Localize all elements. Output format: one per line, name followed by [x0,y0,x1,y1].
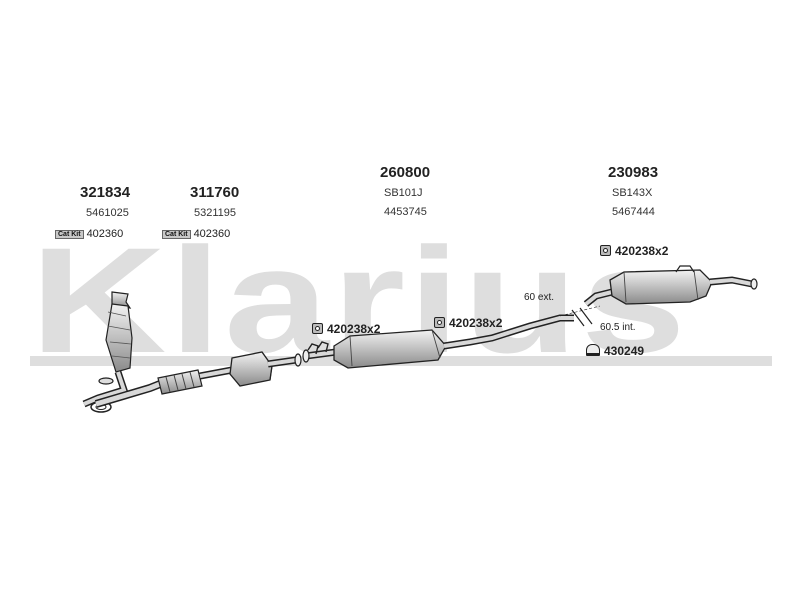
pipe-joint-marker [559,305,601,327]
part-311760-drawing[interactable] [94,351,302,408]
accessory-clamp-rear[interactable]: 420238x2 [600,242,668,260]
ref-260800-b: 4453745 [384,206,427,218]
part-230983-drawing[interactable] [583,265,758,307]
accessory-clamp-mid[interactable]: 420238x2 [434,314,502,332]
part-321834-drawing[interactable] [82,291,133,413]
clamp-icon [600,245,611,256]
part-number-321834: 321834 [80,184,131,201]
accessory-label: 420238x2 [327,322,381,336]
ref-260800-a: SB101J [384,187,423,199]
accessory-label: 430249 [604,344,645,358]
ref-230983-b: 5467444 [612,206,655,218]
accessory-label: 420238x2 [449,316,503,330]
clamp-icon [312,323,323,334]
rubber-mount-icon [586,344,600,356]
cat-kit-value: 402360 [86,228,124,240]
part-260800-drawing[interactable] [302,314,574,369]
cat-kit-value: 402360 [193,228,231,240]
cat-kit-badge: Cat Kit [55,230,84,239]
clamp-drawing [307,341,329,355]
part-number-311760: 311760 [190,184,240,201]
part-number-260800: 260800 [380,164,431,181]
accessory-label: 420238x2 [615,244,669,258]
accessory-rubber-mount[interactable]: 430249 [586,342,644,360]
cat-kit-badge: Cat Kit [162,230,191,239]
ref-230983-a: SB143X [612,187,653,199]
note-60-ext: 60 ext. [524,292,555,303]
note-60-5-int: 60.5 int. [600,322,636,333]
accessory-clamp-front[interactable]: 420238x2 [312,320,380,338]
oem-ref-321834: 5461025 [86,207,129,219]
clamp-icon [434,317,445,328]
part-number-230983: 230983 [608,164,659,181]
oem-ref-311760: 5321195 [194,207,237,219]
